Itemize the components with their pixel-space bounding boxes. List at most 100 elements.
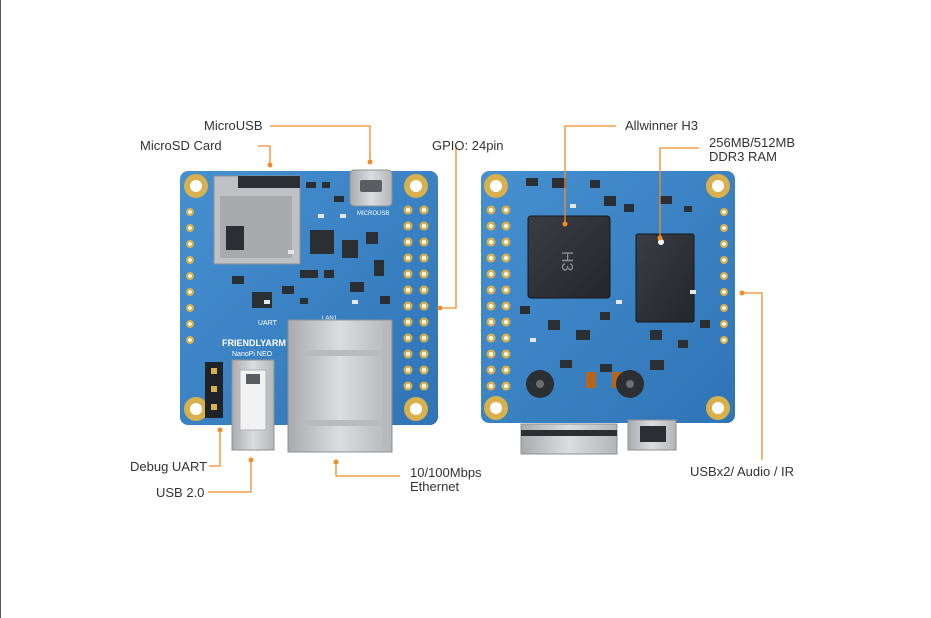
smd-component: [526, 178, 538, 186]
usb20-connector: [231, 359, 275, 451]
smd-component: [624, 204, 634, 212]
back-mounting-holes: [484, 174, 730, 420]
smd-component: [380, 296, 390, 304]
smd-component: [700, 320, 710, 328]
pad-hole: [405, 319, 411, 325]
front-gpio-pads: [403, 205, 429, 391]
pad-hole: [421, 271, 427, 277]
smd-component: [306, 182, 316, 188]
leader-lines: [208, 125, 763, 493]
pad-hole: [188, 210, 192, 214]
front-components: [232, 182, 390, 308]
leader-dots: [217, 159, 745, 465]
pad-hole: [421, 319, 427, 325]
pad-hole: [488, 367, 494, 373]
pad-hole: [188, 306, 192, 310]
pad-hole: [405, 367, 411, 373]
label-ram-type: DDR3 RAM: [709, 149, 777, 164]
pad-hole: [405, 287, 411, 293]
pad-hole: [722, 258, 726, 262]
smd-component: [576, 330, 590, 340]
pad-hole: [503, 207, 509, 213]
smd-component: [342, 240, 358, 258]
pad-hole: [503, 351, 509, 357]
left-edge-line: [0, 0, 1, 618]
smd-component: [300, 270, 318, 278]
label-debug-uart: Debug UART: [130, 459, 208, 474]
pad-hole: [722, 274, 726, 278]
pad-hole: [421, 255, 427, 261]
uart-silkscreen: UART: [258, 320, 278, 327]
smd-component: [552, 178, 566, 188]
pad-hole: [503, 319, 509, 325]
ddr3-ram-chip: [635, 233, 695, 323]
smd-component: [232, 276, 244, 284]
pad-hole: [188, 242, 192, 246]
pad-hole: [503, 383, 509, 389]
pad-hole: [421, 223, 427, 229]
smd-component: [678, 340, 688, 348]
back-right-pads: [720, 208, 728, 344]
smd-component: [600, 312, 610, 320]
h3-soc-chip: H3: [527, 215, 611, 299]
pad-hole: [488, 223, 494, 229]
smd-component: [350, 282, 364, 292]
back-left-pads: [486, 205, 511, 391]
pad-hole: [405, 255, 411, 261]
pad-hole: [188, 322, 192, 326]
pad-hole: [488, 287, 494, 293]
pad-hole: [722, 242, 726, 246]
leader-debug-uart: [209, 432, 221, 467]
smd-component: [324, 270, 334, 278]
pad-hole: [488, 319, 494, 325]
pad-hole: [488, 255, 494, 261]
smd-component: [520, 306, 530, 314]
pad-hole: [421, 383, 427, 389]
pad-hole: [503, 239, 509, 245]
pad-hole: [503, 287, 509, 293]
model-silkscreen: NanoPi NEO: [232, 351, 273, 358]
front-mounting-holes: [184, 174, 428, 421]
smd-component: [318, 214, 324, 218]
smd-component: [282, 286, 294, 294]
leader-soc: [564, 125, 616, 222]
smd-component: [604, 196, 616, 206]
label-usb-audio-ir: USBx2/ Audio / IR: [690, 464, 795, 479]
pad-hole: [405, 335, 411, 341]
microusb-connector: [349, 169, 393, 207]
pad-hole: [503, 255, 509, 261]
front-left-pads: [186, 208, 194, 344]
leader-ethernet: [335, 462, 400, 477]
label-soc: Allwinner H3: [625, 118, 698, 133]
pad-hole: [405, 239, 411, 245]
label-gpio: GPIO: 24pin: [432, 138, 504, 153]
pad-hole: [503, 303, 509, 309]
smd-component: [366, 232, 378, 244]
leader-gpio: [441, 146, 457, 309]
back-connectors: [520, 419, 677, 455]
smd-component: [352, 300, 358, 304]
label-microusb: MicroUSB: [204, 118, 263, 133]
smd-component: [288, 250, 294, 254]
label-ethernet-speed: 10/100Mbps: [410, 465, 482, 480]
chip-marking: H3: [558, 251, 575, 272]
leader-usb-audio-ir: [743, 292, 763, 460]
smd-component: [660, 196, 672, 204]
smd-component: [586, 372, 596, 388]
pad-hole: [488, 335, 494, 341]
microsd-slot: [213, 175, 301, 265]
pad-hole: [405, 351, 411, 357]
pad-hole: [405, 383, 411, 389]
pad-hole: [503, 271, 509, 277]
pad-hole: [405, 223, 411, 229]
smd-component: [310, 230, 334, 254]
smd-component: [650, 360, 664, 370]
smd-component: [690, 290, 696, 294]
label-ram-size: 256MB/512MB: [709, 135, 795, 150]
smd-component: [530, 338, 536, 342]
pad-hole: [488, 303, 494, 309]
pad-hole: [722, 290, 726, 294]
debug-uart-header: [205, 362, 223, 418]
pad-hole: [503, 223, 509, 229]
